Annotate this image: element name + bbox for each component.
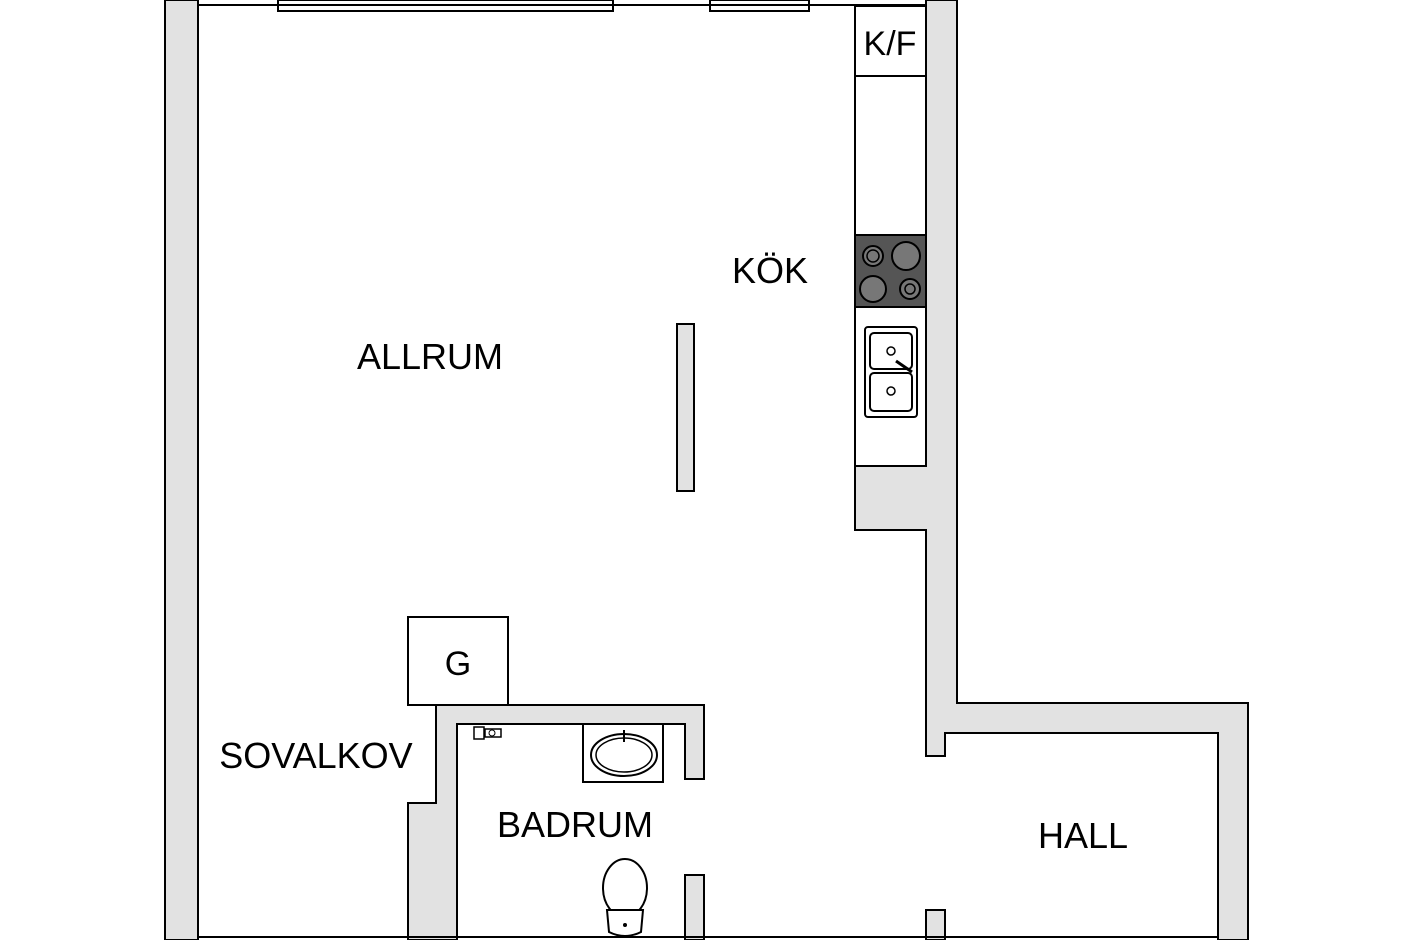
bathroom-wall-left: [407, 704, 705, 940]
burner-icon: [904, 283, 916, 295]
fridge-freezer-label: K/F: [864, 25, 917, 63]
burner-icon: [891, 241, 921, 271]
burner-icon: [862, 245, 884, 267]
room-label-hall: HALL: [1038, 815, 1128, 856]
room-label-allrum: ALLRUM: [357, 336, 503, 377]
shower-tap-icon: [473, 726, 502, 740]
burner-icon: [899, 278, 921, 300]
hall-wall-stub: [925, 909, 946, 940]
room-label-kok: KÖK: [732, 250, 808, 291]
burner-icon: [859, 275, 887, 303]
kitchen-sink-icon: [864, 326, 918, 418]
wardrobe-label: G: [445, 645, 471, 683]
wardrobe: [407, 616, 509, 706]
burner-icon: [866, 249, 880, 263]
room-label-sovalkov: SOVALKOV: [219, 735, 412, 776]
toilet-icon: [602, 858, 648, 937]
bathroom-wall-stub: [684, 874, 705, 940]
partition-wall: [676, 323, 695, 492]
room-label-badrum: BADRUM: [497, 804, 653, 845]
washbasin-icon: [582, 723, 664, 783]
outer-wall: [164, 0, 199, 940]
outer-wall-kitchen: [854, 0, 1249, 940]
